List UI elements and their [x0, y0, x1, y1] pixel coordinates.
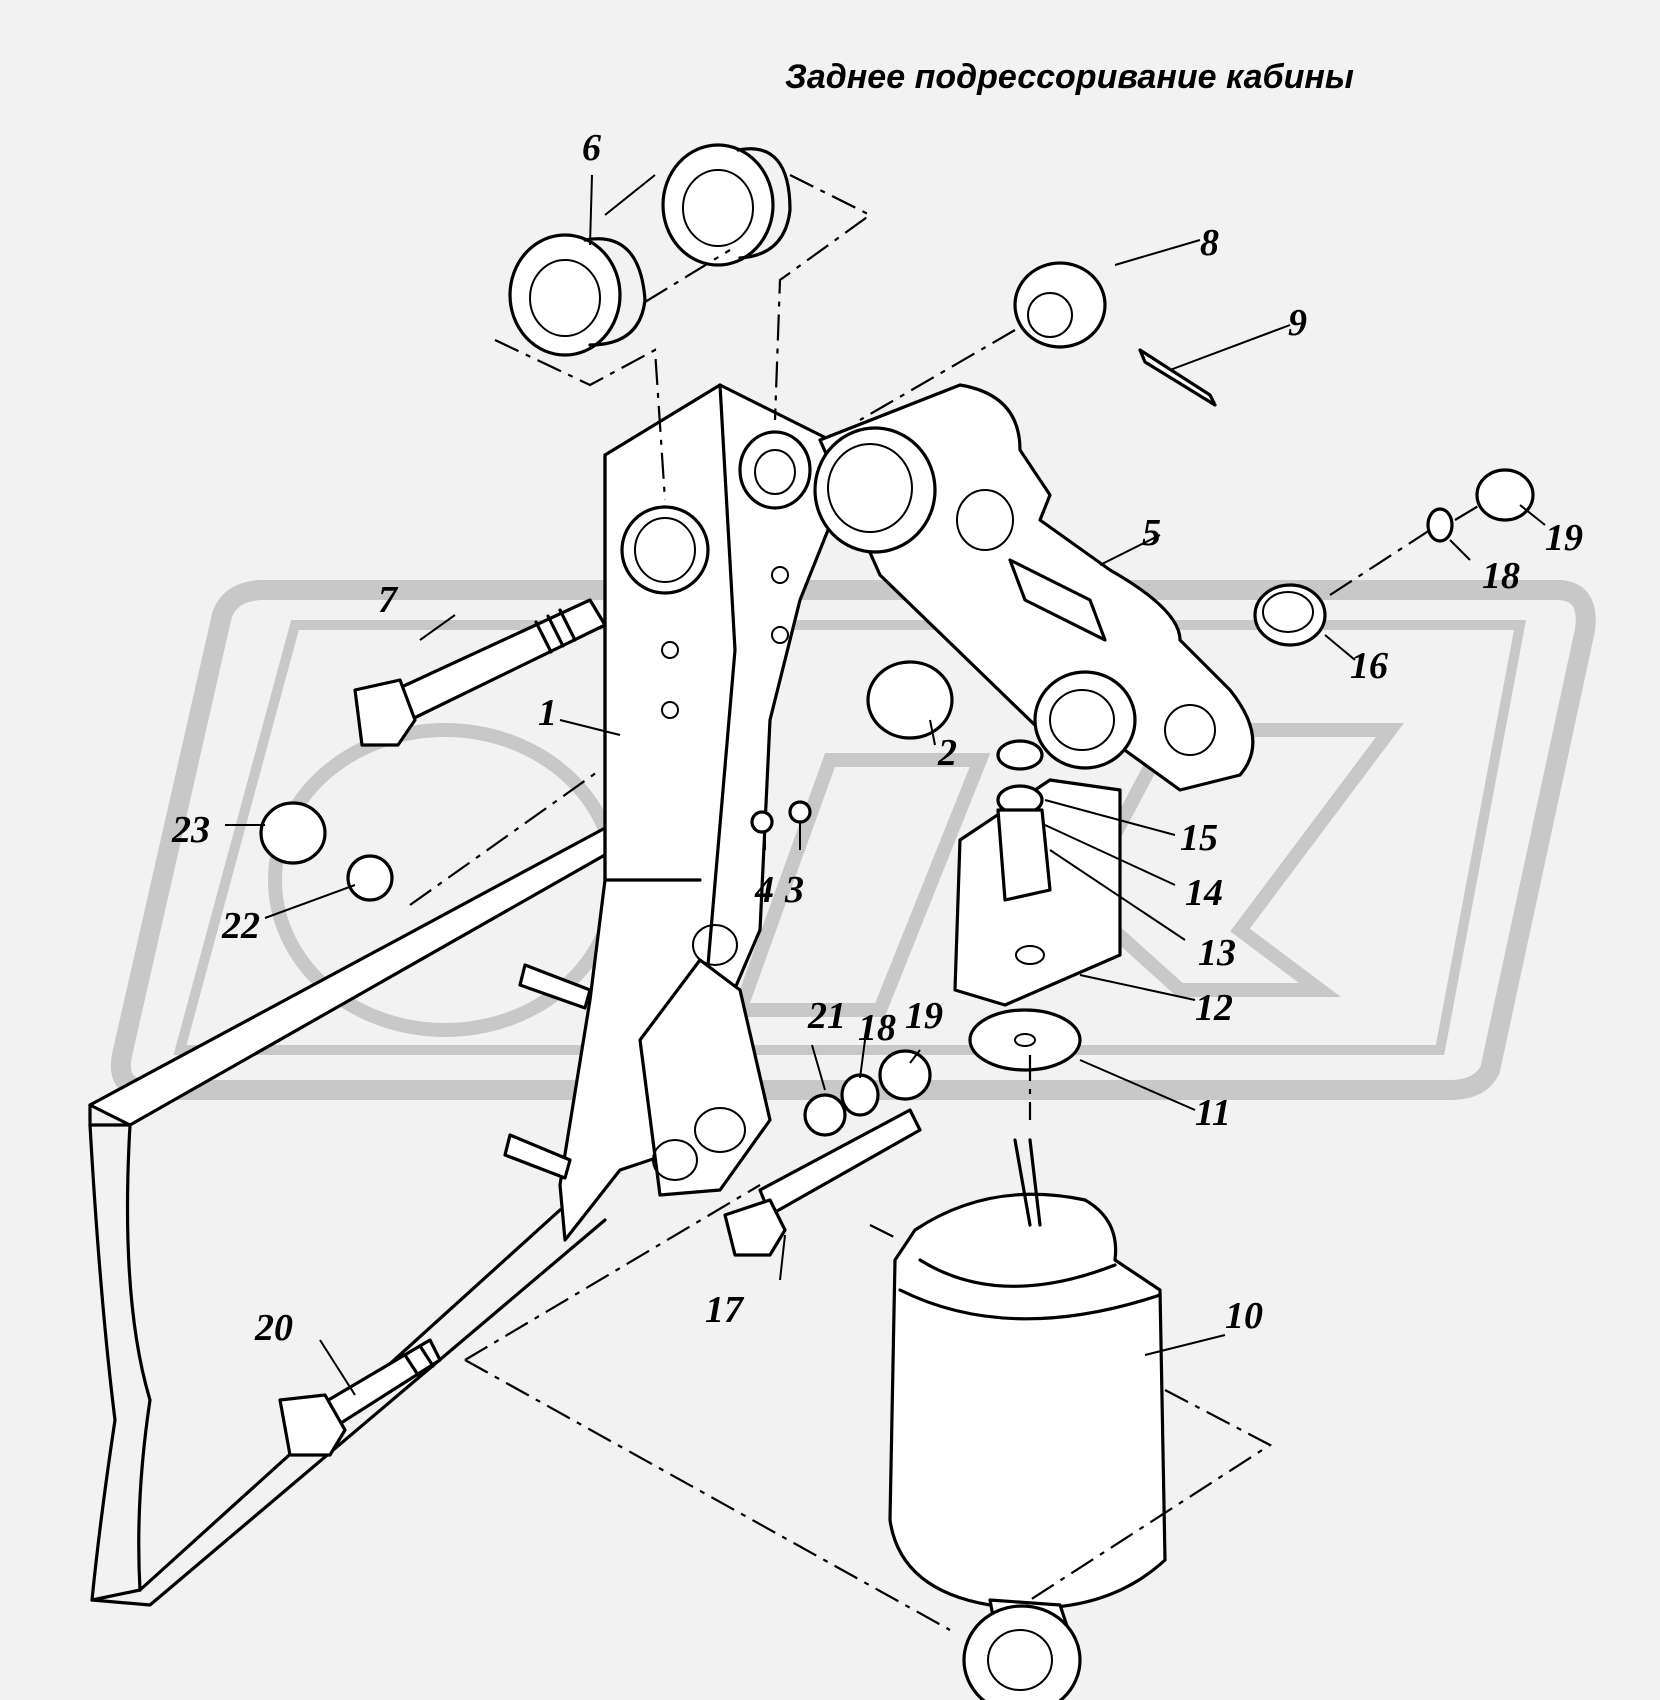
- bolt-17: [723, 1108, 922, 1257]
- bushings-6: [508, 143, 792, 357]
- bushing-2: [866, 660, 954, 740]
- spacer-21: [803, 1093, 847, 1137]
- assembly-centerlines: [409, 174, 1481, 1631]
- callout-1: 1: [538, 692, 557, 734]
- diagram-title: Заднее подрессоривание кабины: [785, 58, 1354, 96]
- bolt-7: [353, 598, 607, 747]
- callout-15: 15: [1180, 817, 1218, 859]
- callout-2: 2: [937, 732, 957, 774]
- callout-21: 21: [807, 995, 846, 1037]
- air-spring-10: [888, 1138, 1167, 1700]
- nut-23: [259, 801, 327, 865]
- bracket-1: [558, 383, 842, 1242]
- callout-17: 17: [705, 1289, 745, 1331]
- rail-bolt-upper: [518, 963, 592, 1010]
- washer-18-lower: [840, 1073, 880, 1117]
- nut-19-lower: [878, 1049, 932, 1101]
- bolt-4: [750, 810, 774, 834]
- callout-14: 14: [1185, 872, 1223, 914]
- cotter-pin-9: [1138, 348, 1217, 407]
- callout-11: 11: [1195, 1092, 1231, 1134]
- callout-23: 23: [171, 809, 210, 851]
- nut-stack-13-15: [996, 739, 1052, 902]
- callout-16: 16: [1350, 645, 1388, 687]
- callout-20: 20: [254, 1307, 293, 1349]
- callout-22: 22: [221, 905, 260, 947]
- callout-8: 8: [1200, 222, 1219, 264]
- callout-6: 6: [582, 127, 601, 169]
- callout-13: 13: [1198, 932, 1236, 974]
- leader-lines: [225, 174, 1546, 1396]
- callout-4: 4: [754, 869, 774, 911]
- nut-19-right: [1475, 468, 1535, 522]
- callout-18-right: 18: [1482, 555, 1520, 597]
- callout-numbers: 6 8 9 5 19 18 16 7 1 2 15 14 13 12 11 23…: [171, 127, 1583, 1349]
- callout-19-lower: 19: [905, 995, 943, 1037]
- callout-18-lower: 18: [858, 1007, 896, 1049]
- lever-arm-5: [813, 383, 1255, 792]
- castle-nut-8: [1013, 261, 1107, 349]
- bolt-20: [278, 1338, 442, 1457]
- callout-9: 9: [1288, 302, 1307, 344]
- washer-18-right: [1426, 507, 1454, 543]
- rail-bolt-lower: [503, 1133, 572, 1180]
- callout-10: 10: [1225, 1295, 1263, 1337]
- callout-3: 3: [784, 869, 804, 911]
- callout-19-right: 19: [1545, 517, 1583, 559]
- washer-11: [968, 1008, 1082, 1072]
- bolt-3: [788, 800, 812, 824]
- washer-22: [346, 854, 394, 902]
- callout-7: 7: [378, 579, 399, 621]
- bushing-16: [1253, 583, 1327, 647]
- frame-rail: [88, 818, 642, 1607]
- callout-12: 12: [1195, 987, 1233, 1029]
- callout-5: 5: [1142, 512, 1161, 554]
